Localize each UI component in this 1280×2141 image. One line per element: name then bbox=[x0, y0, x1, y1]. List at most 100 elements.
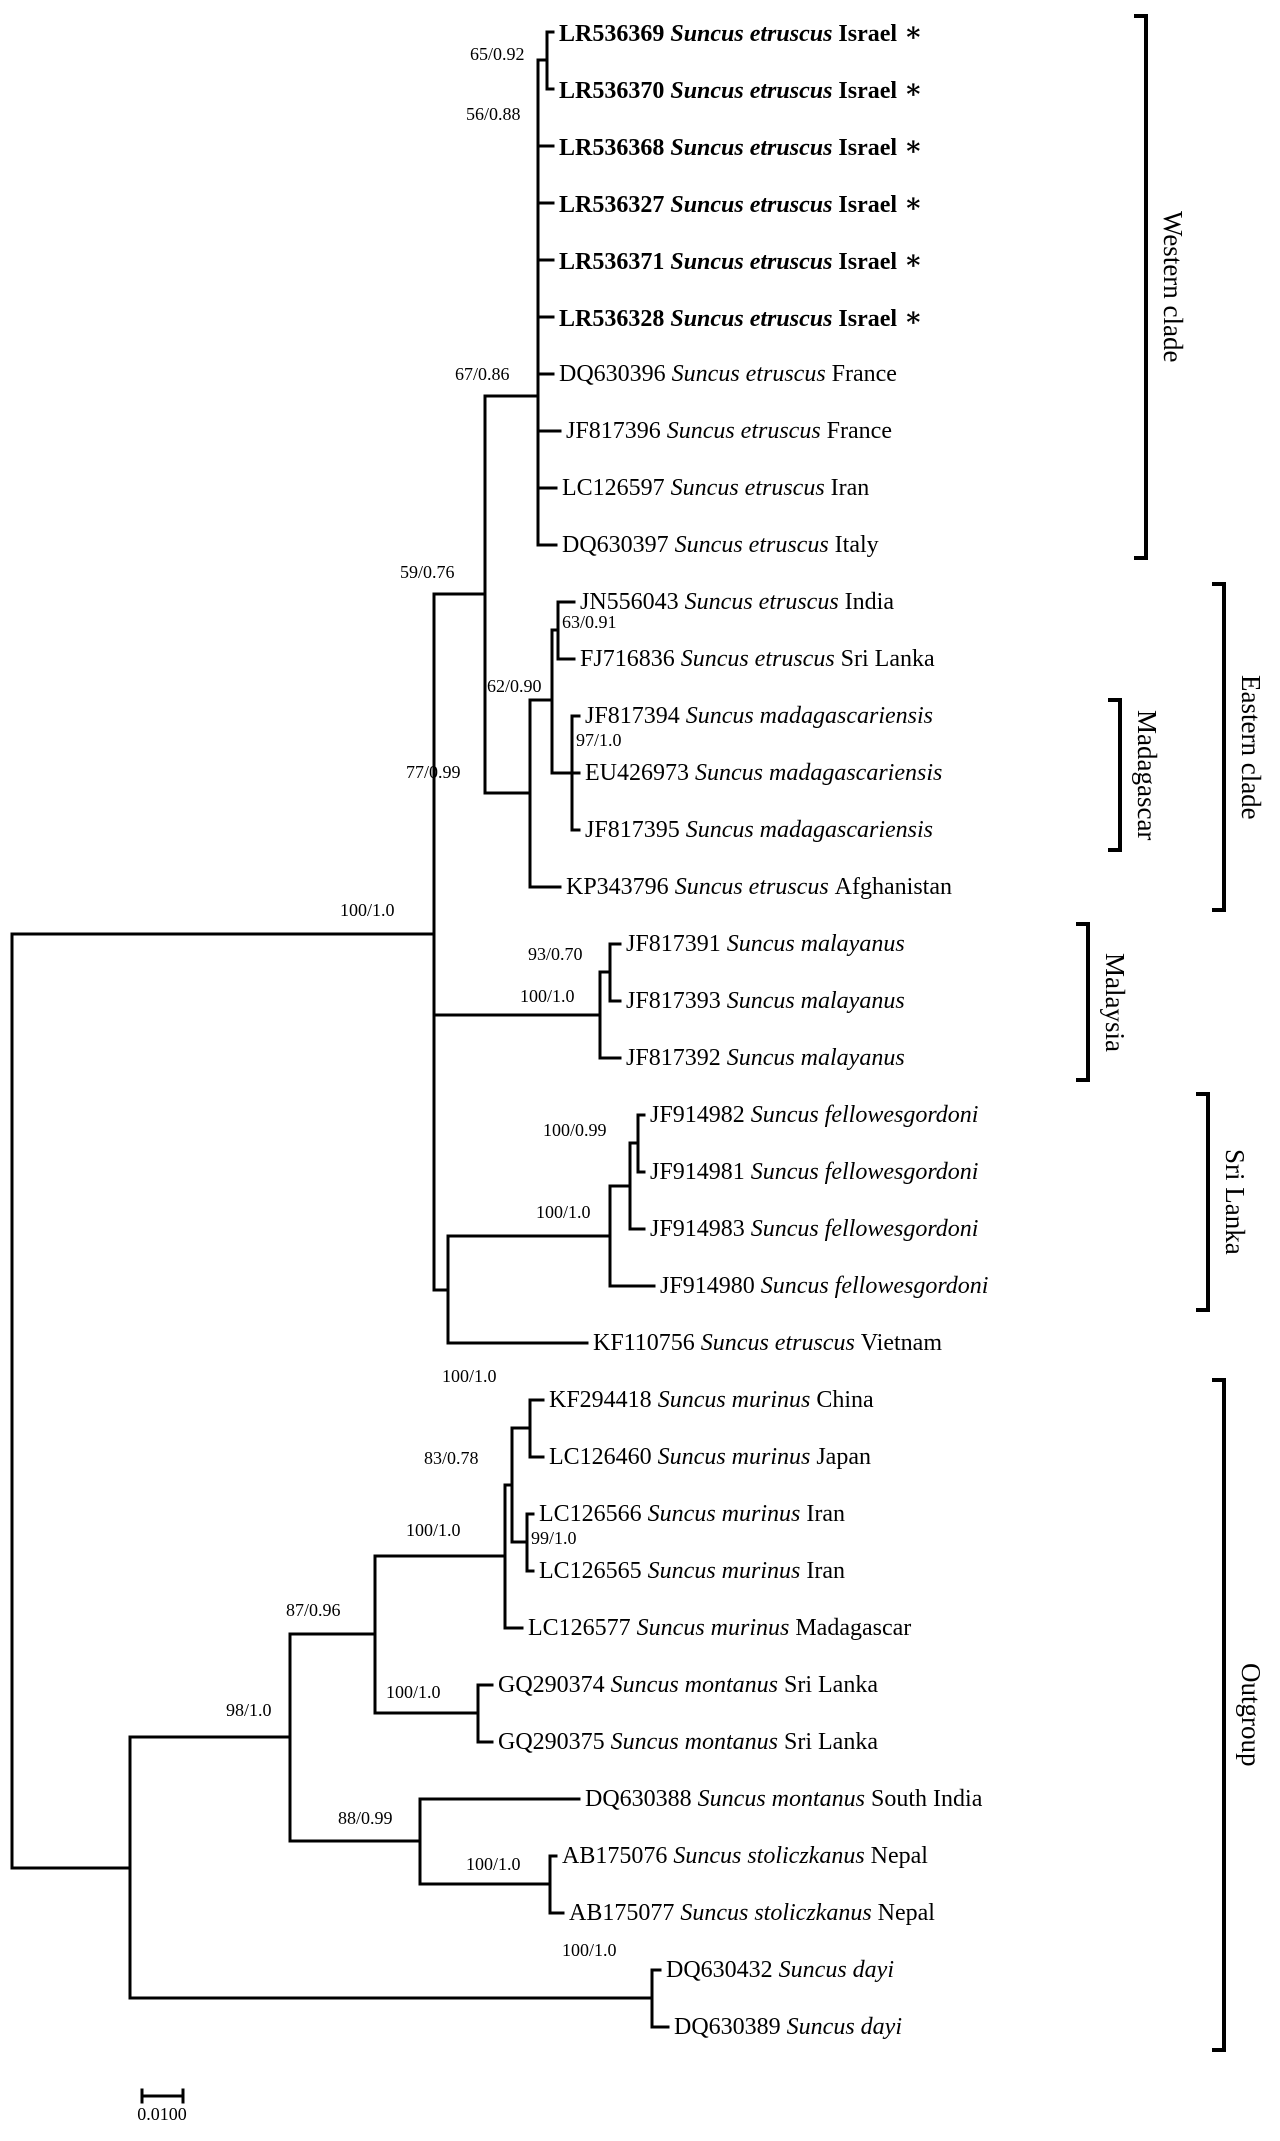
accession-number: LR536369 bbox=[559, 21, 665, 47]
species-name: Suncus murinus bbox=[641, 1558, 807, 1584]
tip-label-lr536327: LR536327 Suncus etruscus Israel ∗ bbox=[559, 188, 922, 220]
species-name: Suncus madagascariensis bbox=[679, 703, 934, 729]
species-name: Suncus etruscus bbox=[674, 646, 841, 672]
clade-bracket-madagascar bbox=[1108, 698, 1122, 852]
tip-label-dq630389: DQ630389 Suncus dayi bbox=[674, 2012, 902, 2042]
tip-label-ab175076: AB175076 Suncus stoliczkanus Nepal bbox=[562, 1841, 928, 1871]
clade-label-outgroup: Outgroup bbox=[1236, 1663, 1266, 1767]
species-name: Suncus fellowesgordoni bbox=[744, 1102, 979, 1128]
node-support-value: 88/0.99 bbox=[338, 1808, 393, 1828]
tip-label-jf817394: JF817394 Suncus madagascariensis bbox=[585, 701, 933, 731]
accession-number: KF294418 bbox=[549, 1387, 652, 1413]
species-name: Suncus etruscus bbox=[668, 874, 835, 900]
accession-number: LC126577 bbox=[528, 1615, 631, 1641]
locality-name: South India bbox=[871, 1786, 983, 1812]
species-name: Suncus murinus bbox=[630, 1615, 796, 1641]
species-name: Suncus stoliczkanus bbox=[674, 1900, 878, 1926]
accession-number: DQ630432 bbox=[666, 1957, 773, 1983]
locality-name: Sri Lanka bbox=[784, 1672, 878, 1698]
accession-number: KF110756 bbox=[593, 1330, 695, 1356]
node-support-value: 67/0.86 bbox=[455, 364, 510, 384]
locality-name: Nepal bbox=[870, 1843, 928, 1869]
node-support-value: 100/1.0 bbox=[386, 1682, 441, 1702]
species-name: Suncus fellowesgordoni bbox=[744, 1216, 979, 1242]
node-support-value: 98/1.0 bbox=[226, 1700, 272, 1720]
accession-number: AB175076 bbox=[562, 1843, 668, 1869]
accession-number: JF817396 bbox=[566, 418, 661, 444]
tip-label-jf817392: JF817392 Suncus malayanus bbox=[626, 1043, 905, 1073]
tip-label-kf110756: KF110756 Suncus etruscus Vietnam bbox=[593, 1328, 942, 1358]
locality-name: Madagascar bbox=[795, 1615, 912, 1641]
species-name: Suncus stoliczkanus bbox=[667, 1843, 871, 1869]
accession-number: DQ630396 bbox=[559, 361, 666, 387]
accession-number: JF817395 bbox=[585, 817, 680, 843]
accession-number: JF817392 bbox=[626, 1045, 721, 1071]
locality-name: France bbox=[826, 418, 892, 444]
tip-label-gq290374: GQ290374 Suncus montanus Sri Lanka bbox=[498, 1670, 878, 1700]
species-name: Suncus etruscus bbox=[664, 78, 839, 104]
tip-label-lr536370: LR536370 Suncus etruscus Israel ∗ bbox=[559, 74, 922, 106]
locality-name: Sri Lanka bbox=[784, 1729, 878, 1755]
asterisk-marker: ∗ bbox=[897, 302, 923, 332]
asterisk-marker: ∗ bbox=[897, 17, 923, 47]
species-name: Suncus etruscus bbox=[664, 135, 839, 161]
species-name: Suncus etruscus bbox=[664, 21, 839, 47]
clade-bracket-sri-lanka bbox=[1196, 1092, 1210, 1312]
species-name: Suncus malayanus bbox=[720, 988, 905, 1014]
locality-name: Israel bbox=[838, 249, 898, 275]
species-name: Suncus madagascariensis bbox=[689, 760, 943, 786]
locality-name: France bbox=[831, 361, 897, 387]
accession-number: JF817394 bbox=[585, 703, 680, 729]
tip-label-gq290375: GQ290375 Suncus montanus Sri Lanka bbox=[498, 1727, 878, 1757]
accession-number: EU426973 bbox=[585, 760, 689, 786]
tip-label-lc126565: LC126565 Suncus murinus Iran bbox=[539, 1556, 845, 1586]
asterisk-marker: ∗ bbox=[897, 74, 923, 104]
accession-number: LR536368 bbox=[559, 135, 665, 161]
node-support-value: 83/0.78 bbox=[424, 1448, 479, 1468]
tip-label-lc126566: LC126566 Suncus murinus Iran bbox=[539, 1499, 845, 1529]
node-support-value: 93/0.70 bbox=[528, 944, 583, 964]
clade-bracket-western-clade bbox=[1134, 14, 1148, 560]
species-name: Suncus etruscus bbox=[664, 249, 839, 275]
tip-label-dq630397: DQ630397 Suncus etruscus Italy bbox=[562, 530, 879, 560]
species-name: Suncus etruscus bbox=[660, 418, 827, 444]
species-name: Suncus madagascariensis bbox=[679, 817, 934, 843]
accession-number: DQ630388 bbox=[585, 1786, 692, 1812]
tip-label-jn556043: JN556043 Suncus etruscus India bbox=[580, 587, 894, 617]
clade-bracket-eastern-clade bbox=[1212, 582, 1226, 912]
locality-name: Italy bbox=[834, 532, 879, 558]
species-name: Suncus fellowesgordoni bbox=[754, 1273, 989, 1299]
accession-number: LR536327 bbox=[559, 192, 665, 218]
tip-label-jf914981: JF914981 Suncus fellowesgordoni bbox=[650, 1157, 978, 1187]
node-support-value: 59/0.76 bbox=[400, 562, 455, 582]
tip-label-kp343796: KP343796 Suncus etruscus Afghanistan bbox=[566, 872, 952, 902]
locality-name: Sri Lanka bbox=[840, 646, 935, 672]
node-support-value: 77/0.99 bbox=[406, 762, 461, 782]
species-name: Suncus etruscus bbox=[664, 475, 831, 501]
species-name: Suncus etruscus bbox=[664, 306, 839, 332]
tip-label-fj716836: FJ716836 Suncus etruscus Sri Lanka bbox=[580, 644, 935, 674]
tip-label-jf817396: JF817396 Suncus etruscus France bbox=[566, 416, 892, 446]
accession-number: LR536371 bbox=[559, 249, 665, 275]
node-support-value: 100/1.0 bbox=[442, 1366, 497, 1386]
tip-label-lr536328: LR536328 Suncus etruscus Israel ∗ bbox=[559, 302, 922, 334]
locality-name: India bbox=[844, 589, 894, 615]
tip-label-jf914980: JF914980 Suncus fellowesgordoni bbox=[660, 1271, 988, 1301]
accession-number: KP343796 bbox=[566, 874, 669, 900]
accession-number: DQ630397 bbox=[562, 532, 669, 558]
locality-name: Israel bbox=[838, 21, 898, 47]
accession-number: GQ290374 bbox=[498, 1672, 605, 1698]
accession-number: JF817391 bbox=[626, 931, 721, 957]
asterisk-marker: ∗ bbox=[897, 131, 923, 161]
accession-number: LC126565 bbox=[539, 1558, 642, 1584]
clade-label-sri-lanka: Sri Lanka bbox=[1220, 1149, 1250, 1255]
species-name: Suncus malayanus bbox=[720, 931, 905, 957]
node-support-value: 100/1.0 bbox=[340, 900, 395, 920]
accession-number: LR536328 bbox=[559, 306, 665, 332]
tip-label-jf914982: JF914982 Suncus fellowesgordoni bbox=[650, 1100, 978, 1130]
node-support-value: 100/1.0 bbox=[406, 1520, 461, 1540]
species-name: Suncus etruscus bbox=[665, 361, 832, 387]
tip-label-eu426973: EU426973 Suncus madagascariensis bbox=[585, 758, 942, 788]
accession-number: LC126566 bbox=[539, 1501, 642, 1527]
